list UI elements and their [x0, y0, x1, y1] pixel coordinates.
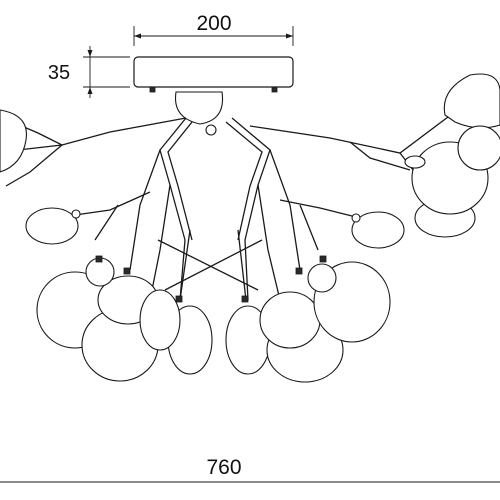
- arm-mid-right: [279, 199, 361, 219]
- canopy-height-dimension: 35: [48, 46, 130, 98]
- bulb-right-edge: [457, 125, 500, 171]
- arm-right-long: [249, 107, 461, 154]
- bulbs: [0, 73, 500, 383]
- bulb-far-left: [0, 109, 28, 173]
- arms: [5, 107, 461, 301]
- hub-joint: [205, 124, 217, 136]
- socket-5: [295, 267, 303, 275]
- canopy-screw-left: [149, 86, 156, 93]
- arm-down-right: [269, 149, 301, 271]
- cage-right-outer: [231, 117, 271, 301]
- canopy-screw-right: [271, 86, 278, 93]
- arm-down-right-inner: [257, 184, 281, 301]
- canopy: [133, 56, 294, 93]
- canopy-height-label: 35: [48, 62, 70, 84]
- arm-right-branch: [349, 141, 411, 171]
- arm-center-right: [237, 229, 247, 301]
- bulb-mid-right-cap: [351, 213, 361, 223]
- overall-width-label: 760: [206, 456, 241, 479]
- cage-right-inner: [225, 121, 263, 241]
- bulb-mid-left-cap: [71, 209, 81, 219]
- arrow-up-icon: [87, 87, 93, 94]
- arrow-right-icon: [286, 33, 293, 39]
- arm-center-left: [179, 229, 191, 301]
- socket-6: [319, 255, 327, 263]
- bulb-mid-right: [351, 211, 405, 249]
- socket-4: [241, 295, 249, 303]
- central-hub: [174, 91, 224, 136]
- arm-left-lower: [5, 144, 63, 187]
- bulb-mid-left: [25, 207, 79, 245]
- cage-cross-a: [157, 239, 259, 291]
- arrow-down-icon: [87, 50, 93, 57]
- bulb-lower-right-3: [259, 291, 321, 349]
- bulb-lower-left-6: [139, 289, 181, 351]
- socket-1: [95, 255, 103, 263]
- hub-sphere: [174, 91, 224, 125]
- canopy-width-label: 200: [196, 12, 231, 35]
- arm-down-left: [129, 149, 161, 271]
- overall-width-dimension: 760: [0, 456, 500, 483]
- cage-cross-b: [164, 239, 263, 291]
- arm-down-left-inner: [149, 184, 171, 301]
- arm-mid-right-drop: [299, 204, 319, 251]
- arm-mid-left-drop: [94, 204, 119, 241]
- canopy-width-dimension: 200: [133, 12, 294, 46]
- bulb-right-socket: [404, 155, 426, 169]
- socket-2: [123, 267, 131, 275]
- arm-mid-left: [74, 191, 151, 216]
- arm-left-branch: [23, 126, 63, 146]
- socket-3: [175, 295, 183, 303]
- cage-left-inner: [167, 121, 193, 241]
- canopy-plate: [133, 56, 294, 88]
- bulb-far-right-top: [443, 73, 500, 129]
- bulb-lower-right-4: [307, 263, 337, 293]
- arrow-left-icon: [134, 33, 141, 39]
- arm-left-long: [17, 117, 187, 151]
